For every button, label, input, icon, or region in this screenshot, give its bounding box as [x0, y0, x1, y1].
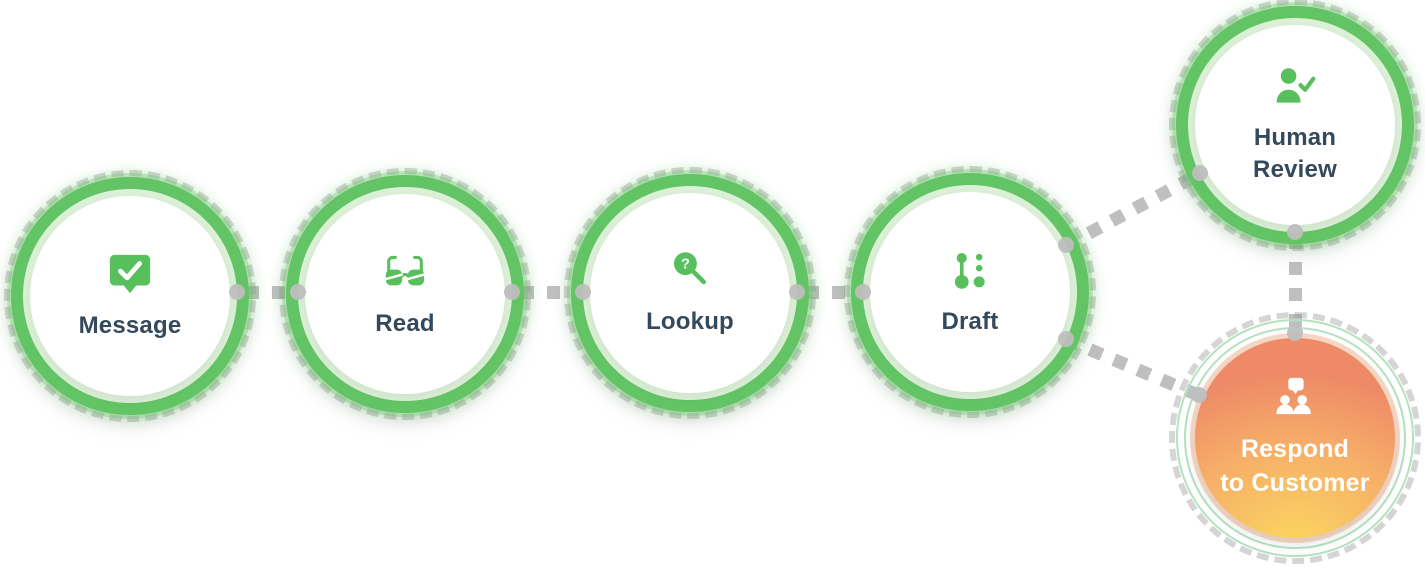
people-chat-icon	[1276, 377, 1311, 414]
node-label: Respond to Customer	[1220, 434, 1370, 498]
node-body: ? Lookup	[590, 193, 790, 393]
workflow-node-lookup: ? Lookup	[560, 163, 820, 423]
message-check-icon	[109, 254, 151, 293]
connection-dot	[575, 284, 591, 300]
workflow-node-human-review: Human Review	[1165, 0, 1425, 255]
node-body: Respond to Customer	[1195, 338, 1395, 538]
mint-ring-outer	[1176, 319, 1414, 557]
connection-dot	[1287, 325, 1303, 341]
connector-read-lookup	[521, 286, 575, 299]
node-body: Read	[305, 194, 505, 394]
workflow-node-respond-to-customer: Respond to Customer	[1165, 308, 1425, 568]
dashed-ring	[564, 167, 816, 419]
dashed-ring	[4, 170, 256, 422]
node-body: Human Review	[1195, 25, 1395, 225]
node-body: Message	[30, 196, 230, 396]
connection-dot	[229, 284, 245, 300]
svg-text:?: ?	[681, 256, 690, 272]
node-body: Draft	[870, 192, 1070, 392]
connection-dot	[1192, 165, 1208, 181]
connector-lookup-draft	[806, 286, 852, 299]
connector-human-review-respond	[1289, 236, 1302, 332]
dashed-ring	[1169, 312, 1421, 564]
dashed-ring	[279, 168, 531, 420]
connection-dot	[1287, 224, 1303, 240]
glasses-icon	[385, 255, 425, 286]
dashed-ring	[1169, 0, 1421, 251]
connection-dot	[1058, 331, 1074, 347]
workflow-node-draft: Draft	[840, 162, 1100, 422]
versions-icon	[954, 252, 985, 289]
connection-dot	[855, 284, 871, 300]
node-label: Draft	[941, 307, 999, 335]
node-label: Lookup	[646, 307, 734, 335]
node-label: Message	[78, 311, 182, 339]
node-label: Human Review	[1253, 123, 1337, 183]
connection-dot	[1191, 387, 1207, 403]
connection-dot	[789, 284, 805, 300]
dashed-ring	[844, 166, 1096, 418]
person-check-icon	[1276, 68, 1316, 103]
connection-dot	[290, 284, 306, 300]
connection-dot	[1058, 237, 1074, 253]
workflow-node-read: Read	[275, 164, 535, 424]
node-label: Read	[375, 309, 435, 337]
search-question-icon: ?	[673, 251, 707, 284]
connection-dot	[504, 284, 520, 300]
workflow-node-message: Message	[0, 166, 260, 426]
